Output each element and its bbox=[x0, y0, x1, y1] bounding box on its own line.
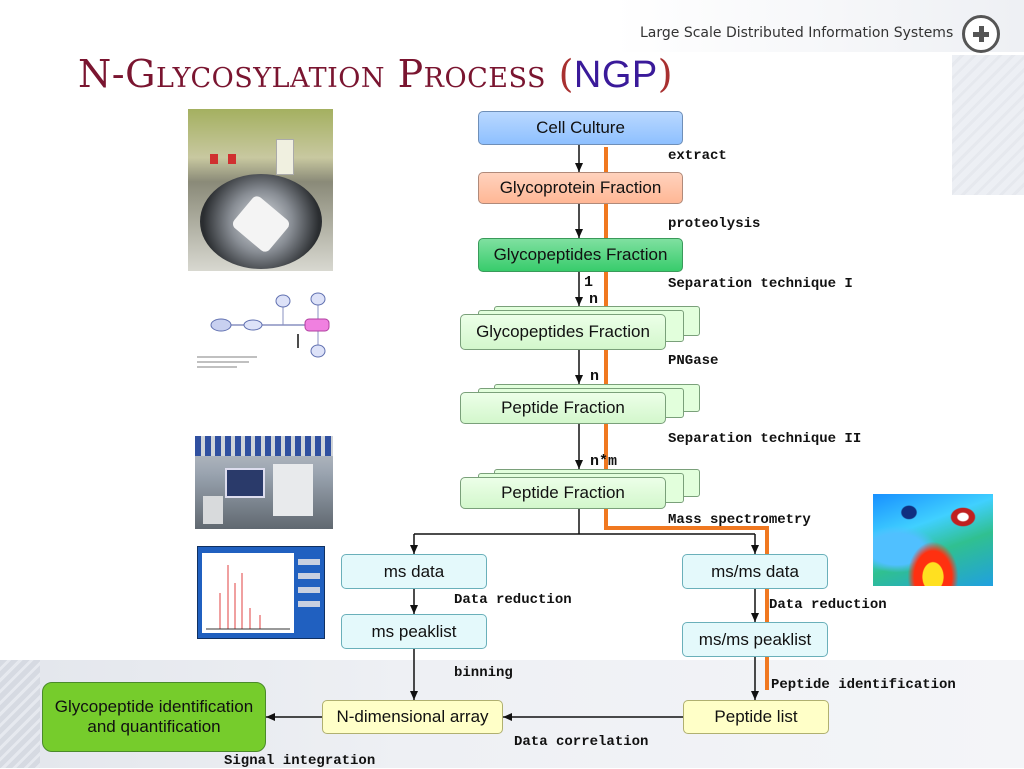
step-pngase: PNGase bbox=[668, 353, 719, 369]
title-open-paren: ( bbox=[558, 52, 574, 96]
multiplicity-n-times-m: n*m bbox=[590, 453, 618, 470]
title-close-paren: ) bbox=[657, 52, 674, 96]
node-glycopeptides-fraction-stack: Glycopeptides Fraction bbox=[460, 314, 666, 350]
step-signal-integration: Signal integration bbox=[224, 753, 376, 769]
bottom-decoration bbox=[0, 660, 40, 768]
title-abbr: NGP bbox=[573, 54, 658, 96]
step-proteolysis: proteolysis bbox=[668, 216, 761, 232]
lab-equipment-photo bbox=[195, 436, 333, 529]
multiplicity-n-mid: n bbox=[590, 368, 600, 385]
node-peptide-fraction-2: Peptide Fraction bbox=[460, 477, 666, 509]
multiplicity-n-top: n bbox=[589, 291, 599, 308]
node-glycoprotein-fraction: Glycoprotein Fraction bbox=[478, 172, 683, 204]
step-separation-1: Separation technique I bbox=[668, 276, 853, 292]
node-n-dimensional-array: N-dimensional array bbox=[322, 700, 503, 734]
node-glycopeptides-fraction: Glycopeptides Fraction bbox=[478, 238, 683, 272]
header-band bbox=[0, 0, 1024, 52]
node-peptide-list: Peptide list bbox=[683, 700, 829, 734]
node-msms-data: ms/ms data bbox=[682, 554, 828, 589]
centrifuge-photo bbox=[188, 109, 333, 271]
heatmap-image bbox=[873, 494, 993, 586]
step-data-reduction-left: Data reduction bbox=[454, 592, 572, 608]
software-screenshot bbox=[197, 546, 325, 639]
step-mass-spec: Mass spectrometry bbox=[668, 512, 811, 528]
side-decoration bbox=[952, 55, 1024, 195]
title-main: N-Glycosylation Process bbox=[78, 52, 546, 96]
node-glycopeptide-identification: Glycopeptide identification and quantifi… bbox=[42, 682, 266, 752]
step-peptide-identification: Peptide identification bbox=[771, 677, 956, 693]
step-extract: extract bbox=[668, 148, 727, 164]
multiplicity-one: 1 bbox=[584, 274, 594, 291]
university-logo-icon bbox=[962, 15, 1000, 53]
step-data-correlation: Data correlation bbox=[514, 734, 649, 750]
node-cell-culture: Cell Culture bbox=[478, 111, 683, 145]
identification-line-1: Glycopeptide identification bbox=[54, 697, 254, 716]
step-separation-2: Separation technique II bbox=[668, 431, 862, 447]
org-name: Large Scale Distributed Information Syst… bbox=[640, 25, 954, 41]
node-msms-peaklist: ms/ms peaklist bbox=[682, 622, 828, 657]
node-ms-data: ms data bbox=[341, 554, 487, 589]
page-title: N-Glycosylation Process (NGP) bbox=[78, 52, 673, 97]
node-peptide-fraction-1: Peptide Fraction bbox=[460, 392, 666, 424]
step-binning: binning bbox=[454, 665, 513, 681]
node-ms-peaklist: ms peaklist bbox=[341, 614, 487, 649]
step-data-reduction-right: Data reduction bbox=[769, 597, 887, 613]
glycan-sketch-diagram bbox=[193, 290, 343, 372]
identification-line-2: and quantification bbox=[87, 717, 221, 736]
